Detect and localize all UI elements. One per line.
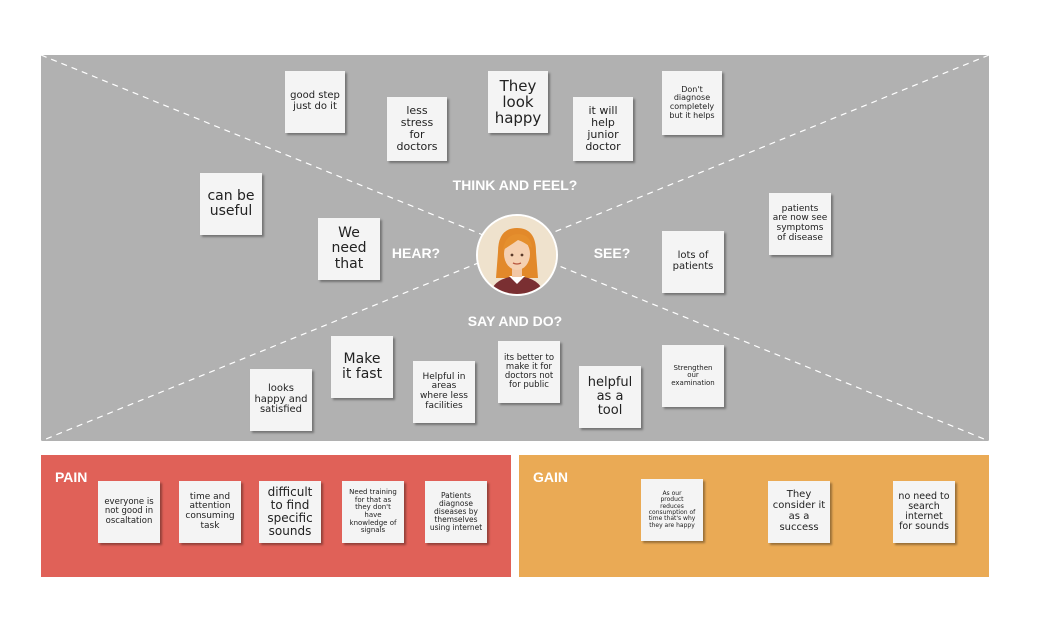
gain-note-2: They consider it as a success — [768, 481, 830, 543]
hear-note-1: can be useful — [200, 173, 262, 235]
think-note-1: good step just do it — [285, 71, 345, 133]
gain-note-3: no need to search internet for sounds — [893, 481, 955, 543]
say-and-do-label: SAY AND DO? — [467, 313, 563, 329]
pain-note-5: Patients diagnose diseases by themselves… — [425, 481, 487, 543]
see-label: SEE? — [593, 245, 631, 261]
see-note-1: patients are now see symptoms of disease — [769, 193, 831, 255]
think-note-2: less stress for doctors — [387, 97, 447, 161]
empathy-map-board: THINK AND FEEL? HEAR? SEE? SAY AND DO? g… — [41, 55, 989, 441]
pain-title: PAIN — [55, 469, 88, 485]
say-note-3: Helpful in areas where less facilities — [413, 361, 475, 423]
woman-avatar-icon — [476, 214, 558, 296]
gain-note-1: As our product reduces consumption of ti… — [641, 479, 703, 541]
say-note-1: looks happy and satisfied — [250, 369, 312, 431]
pain-note-3: difficult to find specific sounds — [259, 481, 321, 543]
say-note-5: helpful as a tool — [579, 366, 641, 428]
think-and-feel-label: THINK AND FEEL? — [452, 177, 578, 193]
pain-note-4: Need training for that as they don't hav… — [342, 481, 404, 543]
hear-label: HEAR? — [391, 245, 441, 261]
say-note-2: Make it fast — [331, 336, 393, 398]
say-note-6: Strengthen our examination — [662, 345, 724, 407]
think-note-4: it will help junior doctor — [573, 97, 633, 161]
hear-note-2: We need that — [318, 218, 380, 280]
pain-note-1: everyone is not good in oscaltation — [98, 481, 160, 543]
gain-title: GAIN — [533, 469, 568, 485]
think-note-5: Don't diagnose completely but it helps — [662, 71, 722, 135]
see-note-2: lots of patients — [662, 231, 724, 293]
pain-section: PAIN everyone is not good in oscaltation… — [41, 455, 511, 577]
say-note-4: its better to make it for doctors not fo… — [498, 341, 560, 403]
pain-note-2: time and attention consuming task — [179, 481, 241, 543]
gain-section: GAIN As our product reduces consumption … — [519, 455, 989, 577]
think-note-3: They look happy — [488, 71, 548, 133]
